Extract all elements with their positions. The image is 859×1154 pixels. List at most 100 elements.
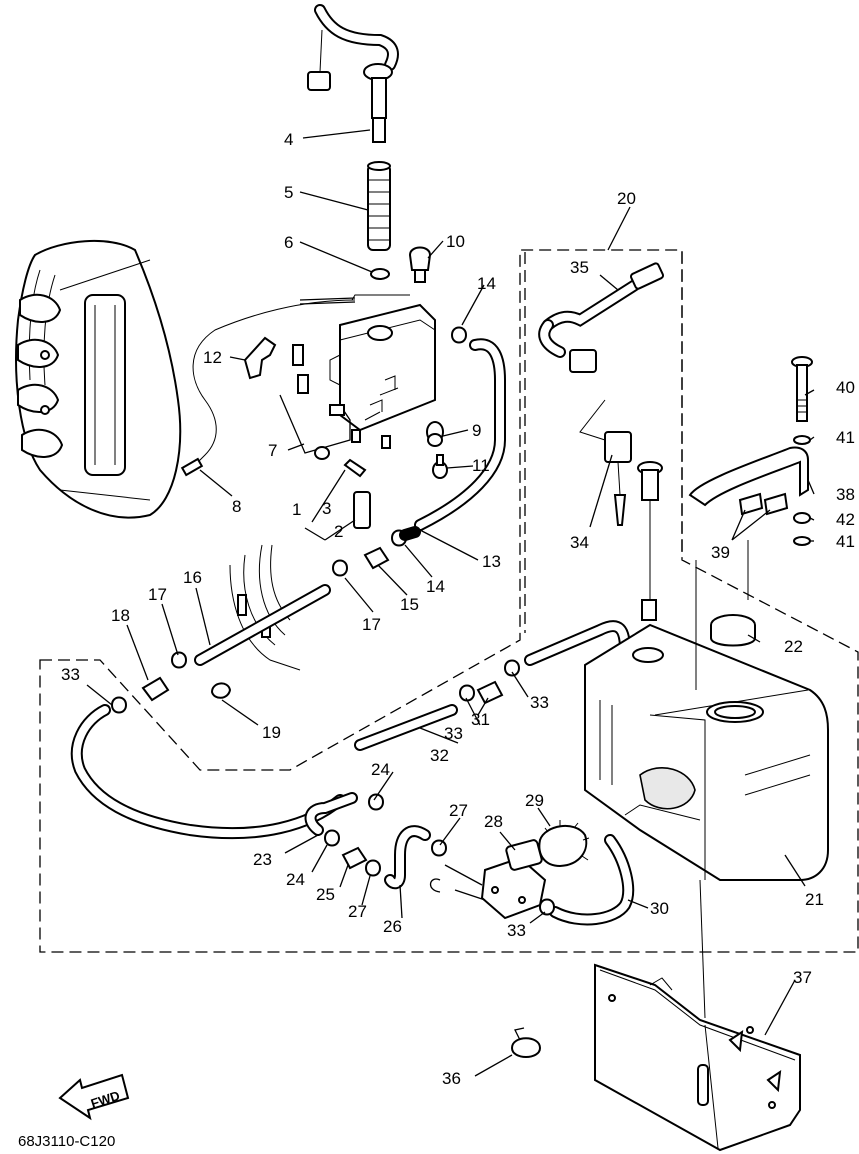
engine-cowling: [15, 240, 182, 519]
callout-33-left: 33: [61, 665, 80, 684]
drawing-code: 68J3110-C120: [18, 1133, 115, 1150]
sub-tank: [329, 294, 436, 449]
callout-14-lower: 14: [426, 577, 445, 596]
callout-21: 21: [805, 890, 824, 909]
callout-14-top: 14: [477, 274, 496, 293]
callout-33-right: 33: [530, 693, 549, 712]
callout-39: 39: [711, 543, 730, 562]
callout-40: 40: [836, 378, 855, 397]
callout-6: 6: [284, 233, 293, 252]
part-10-cap: [408, 246, 432, 283]
part-24-clip-upper: [367, 793, 385, 811]
part-12-clip: [243, 336, 277, 380]
part-7-bracket: [279, 344, 351, 460]
callout-28: 28: [484, 812, 503, 831]
leader-lines: [86, 129, 815, 1077]
part-38-bracket: [688, 446, 809, 507]
callout-26: 26: [383, 917, 402, 936]
part-33-hose-left: [70, 704, 346, 840]
callout-27-lower: 27: [348, 902, 367, 921]
callout-32: 32: [430, 746, 449, 765]
callout-41-bottom: 41: [836, 532, 855, 551]
part-6-washer: [370, 268, 390, 280]
part-27-clip-upper: [430, 839, 448, 857]
group-boundary-20: [524, 252, 683, 633]
callout-42: 42: [836, 510, 855, 529]
part-33-clip-right: [503, 659, 521, 677]
part-11-screw: [432, 454, 448, 479]
part-18-connector: [141, 676, 170, 702]
part-27-clip-lower: [364, 859, 382, 877]
callout-20: 20: [617, 189, 636, 208]
part-21-fuel-tank: [584, 623, 829, 881]
callout-29: 29: [525, 791, 544, 810]
part-24-clip-lower: [323, 829, 341, 847]
callout-18: 18: [111, 606, 130, 625]
callout-34: 34: [570, 533, 589, 552]
callout-24-lower: 24: [286, 870, 305, 889]
callout-2: 2: [334, 522, 343, 541]
callout-41-top: 41: [836, 428, 855, 447]
callout-8: 8: [232, 497, 241, 516]
callout-12: 12: [203, 348, 222, 367]
part-19-clip: [210, 682, 232, 699]
part-4-sensor-harness: [307, 4, 399, 143]
callout-23: 23: [253, 850, 272, 869]
callout-9: 9: [472, 421, 481, 440]
callout-35: 35: [570, 258, 589, 277]
part-40-bolt: [791, 356, 813, 422]
callout-11: 11: [472, 456, 490, 475]
part-17-clip-left: [170, 651, 188, 669]
callout-13: 13: [482, 552, 501, 571]
group-boundary-lower: [39, 249, 859, 953]
callout-36: 36: [442, 1069, 461, 1088]
part-29-filter-cap: [538, 820, 590, 868]
callout-15: 15: [400, 595, 419, 614]
callout-33-pump: 33: [507, 921, 526, 940]
callout-38: 38: [836, 485, 855, 504]
part-28-pump: [429, 839, 547, 920]
callout-17-left: 17: [148, 585, 167, 604]
callout-31: 31: [471, 710, 490, 729]
part-34-sensor: [604, 431, 664, 663]
part-41-washer-top: [793, 435, 811, 445]
callout-3: 3: [322, 499, 331, 518]
part-15-connector: [363, 546, 390, 570]
part-31-connector: [476, 680, 504, 705]
fwd-arrow-icon: FWD: [58, 1073, 130, 1121]
part-9-grommet: [426, 421, 444, 447]
part-8-wire: [189, 299, 356, 471]
callout-17-right: 17: [362, 615, 381, 634]
part-33-clip-pump: [538, 898, 556, 916]
part-5-filter-element: [367, 161, 391, 251]
callout-7: 7: [268, 441, 277, 460]
part-33-clip-left: [110, 696, 128, 714]
callout-10: 10: [446, 232, 465, 251]
callout-27-upper: 27: [449, 801, 468, 820]
callout-25: 25: [316, 885, 335, 904]
part-22-tank-cap: [710, 614, 756, 647]
callout-24-upper: 24: [371, 760, 390, 779]
part-36-clamp: [510, 1027, 542, 1058]
callout-1: 1: [292, 500, 301, 519]
part-17-clip-right: [331, 559, 349, 577]
callout-4: 4: [284, 130, 293, 149]
part-33-clip-mid: [458, 684, 476, 702]
callout-22: 22: [784, 637, 803, 656]
callout-33-mid: 33: [444, 724, 463, 743]
part-41-washer-bottom: [793, 536, 811, 546]
callout-19: 19: [262, 723, 281, 742]
part-25-connector: [341, 846, 368, 870]
part-35-harness: [538, 262, 664, 373]
callout-5: 5: [284, 183, 293, 202]
part-14-clip-top: [450, 326, 468, 344]
part-2-collar: [353, 491, 371, 529]
callout-labels: 1 2 3 4 5 6 7 8 9 10 11 12 13 14 14 15 1…: [61, 130, 855, 1088]
part-39-pads: [738, 492, 789, 516]
callout-37: 37: [793, 968, 812, 987]
callout-30: 30: [650, 899, 669, 918]
part-37-tank-bracket: [594, 963, 801, 1152]
callout-16: 16: [183, 568, 202, 587]
part-42-nut: [793, 512, 811, 524]
